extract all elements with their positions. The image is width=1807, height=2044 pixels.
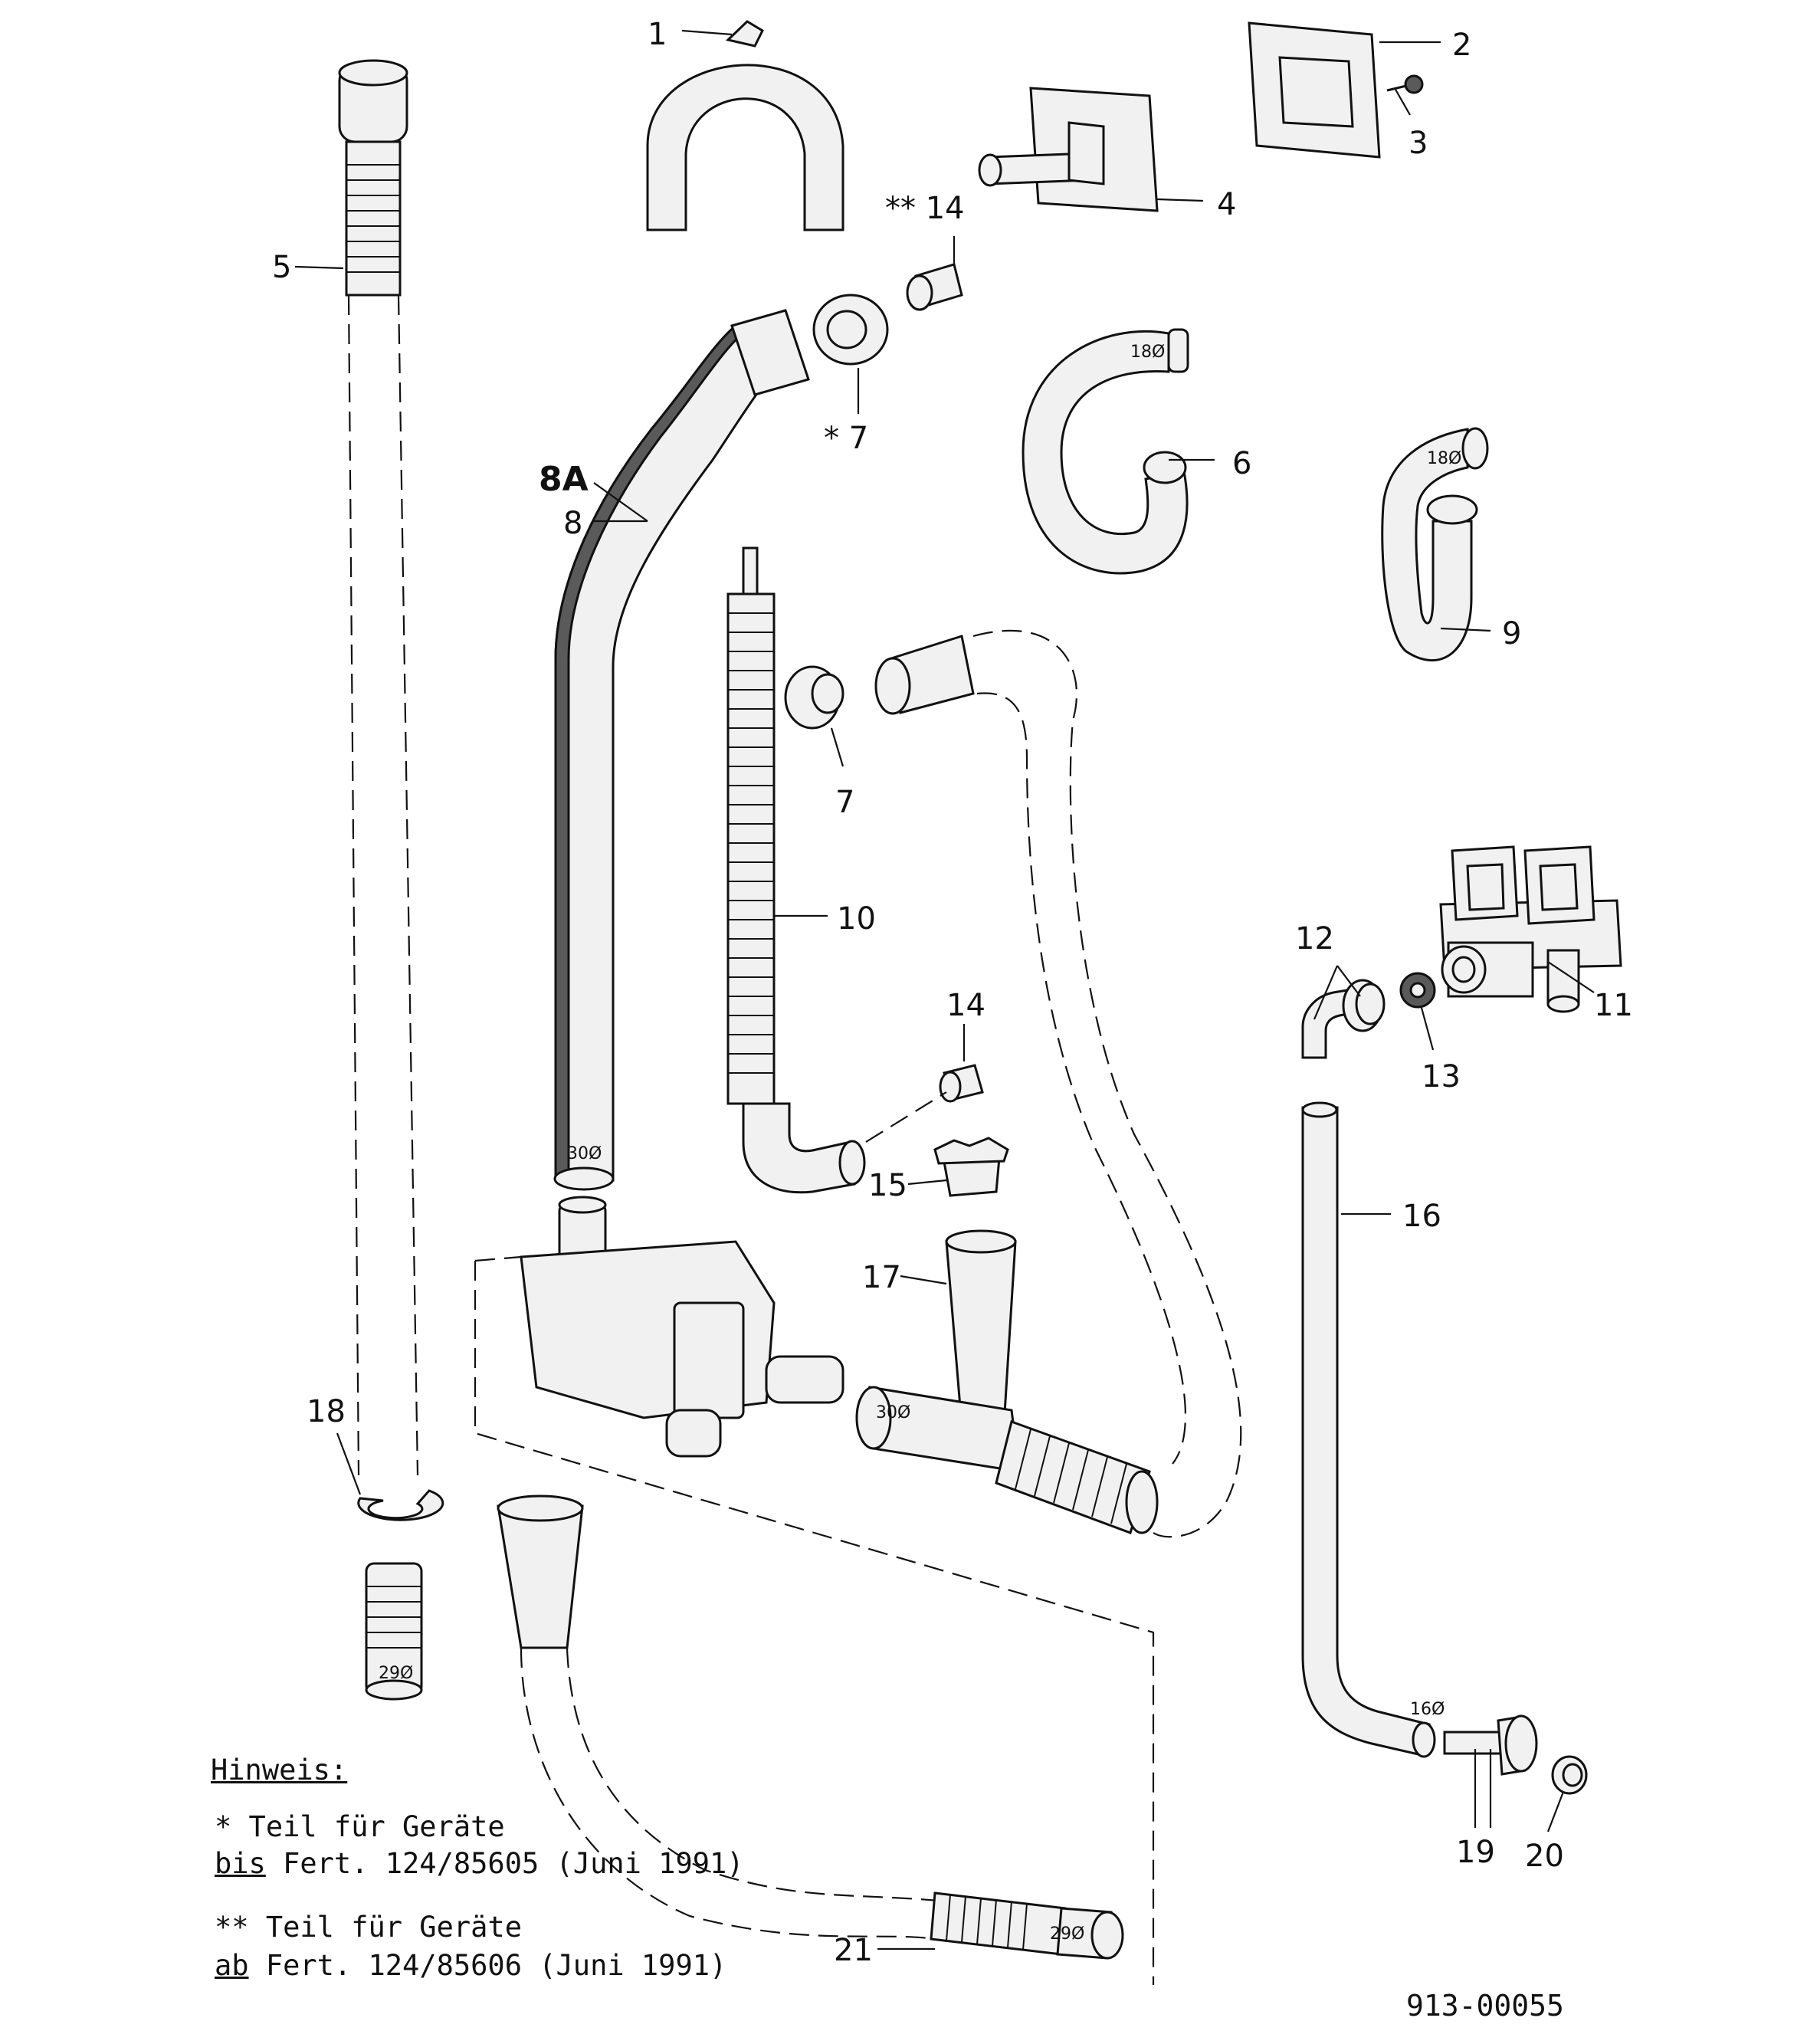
leader-lines — [294, 29, 1595, 1950]
callout-16: 16 — [1402, 1199, 1441, 1234]
callout-14-dstar: ** 14 — [885, 191, 965, 226]
part-16-inlet-hose: 16Ø — [1301, 1101, 1445, 1758]
part-14-sleeve-top — [906, 263, 963, 311]
callout-labels: 1 2 3 4 5 6 * 7 7 8A 8 9 10 11 12 13 ** … — [272, 17, 1633, 1968]
part-7-ring-middle — [784, 665, 844, 730]
callout-18: 18 — [307, 1394, 346, 1429]
part-21-lower-hose: 29Ø — [497, 1494, 1124, 1960]
callout-12: 12 — [1295, 921, 1334, 956]
part-8-bent-hose: 30Ø — [553, 309, 810, 1191]
callout-7-star: * 7 — [824, 421, 868, 456]
part-15-cap — [933, 1137, 1009, 1197]
phantom-hose-middle — [874, 629, 1242, 1538]
callout-17: 17 — [862, 1260, 901, 1295]
part-19-fitting — [1443, 1714, 1538, 1776]
callout-19: 19 — [1456, 1835, 1495, 1870]
part-9-s-hose: 18Ø — [1381, 427, 1489, 661]
note-line-2: bis Fert. 124/85605 (Juni 1991) — [215, 1847, 744, 1880]
diameter-29-hose-21: 29Ø — [1050, 1924, 1084, 1944]
diameter-30-hose-8: 30Ø — [567, 1144, 602, 1163]
part-18-clip — [357, 1489, 444, 1521]
note-line-2-rest: Fert. 124/85605 (Juni 1991) — [265, 1847, 744, 1880]
hose-21-ribs — [946, 1894, 1028, 1950]
hose-10-ribs — [728, 612, 774, 1074]
part-20-seal — [1551, 1755, 1588, 1795]
callout-21: 21 — [834, 1933, 873, 1968]
hose-5-end-ribs — [366, 1586, 421, 1649]
callout-13: 13 — [1422, 1059, 1461, 1094]
callout-14: 14 — [946, 988, 985, 1023]
callout-11: 11 — [1594, 988, 1633, 1023]
part-5-drain-hose: 29Ø — [338, 59, 423, 1701]
diameter-30-t-piece: 30Ø — [876, 1403, 910, 1422]
diameter-16-hose-16: 16Ø — [1410, 1700, 1445, 1719]
part-1-bracket — [646, 20, 844, 231]
t-piece-ribs — [1015, 1429, 1127, 1524]
note-line-3: ** Teil für Geräte — [215, 1911, 522, 1944]
part-12-elbow — [1301, 979, 1386, 1059]
diameter-18-hose-6: 18Ø — [1130, 343, 1165, 362]
part-13-nut — [1399, 972, 1436, 1009]
callout-8: 8 — [563, 506, 582, 541]
part-14-sleeve-middle — [865, 1064, 984, 1143]
note-line-2-prefix: bis — [215, 1847, 266, 1880]
callout-7: 7 — [835, 785, 854, 820]
note-line-1: * Teil für Geräte — [215, 1810, 505, 1843]
callout-8A: 8A — [539, 460, 589, 499]
part-10-corrugated-hose — [726, 546, 866, 1194]
callout-6: 6 — [1232, 446, 1251, 481]
note-heading: Hinweis: — [211, 1754, 348, 1786]
drawing-number: 913-00055 — [1406, 1989, 1564, 2023]
note-line-4-prefix: ab — [215, 1949, 249, 1982]
note-line-4-rest: Fert. 124/85606 (Juni 1991) — [248, 1949, 727, 1982]
part-7-ring-top — [812, 294, 889, 366]
part-11-solenoid-valve — [1439, 845, 1622, 1013]
callout-3: 3 — [1409, 126, 1428, 161]
callout-5: 5 — [272, 250, 291, 285]
callout-2: 2 — [1452, 28, 1471, 63]
part-2-cover-plate — [1248, 21, 1381, 159]
pump-housing-phantom — [520, 1196, 844, 1458]
callout-20: 20 — [1525, 1839, 1564, 1874]
callout-9: 9 — [1502, 616, 1521, 651]
phantom-frame — [474, 1255, 1155, 1985]
part-6-j-hose: 18Ø — [1022, 328, 1189, 575]
hose-5-ribs — [346, 164, 400, 273]
callout-4: 4 — [1217, 187, 1236, 222]
part-3-screw — [1386, 74, 1424, 94]
callout-15: 15 — [868, 1168, 907, 1203]
diameter-18-hose-9: 18Ø — [1427, 449, 1461, 468]
callout-10: 10 — [837, 901, 876, 937]
callout-1: 1 — [648, 17, 667, 52]
part-17-t-piece: 30Ø — [855, 1229, 1159, 1534]
part-4-mounting-plate — [978, 87, 1159, 212]
diameter-29-hose-5: 29Ø — [379, 1664, 413, 1683]
note-line-4: ab Fert. 124/85606 (Juni 1991) — [215, 1949, 726, 1982]
